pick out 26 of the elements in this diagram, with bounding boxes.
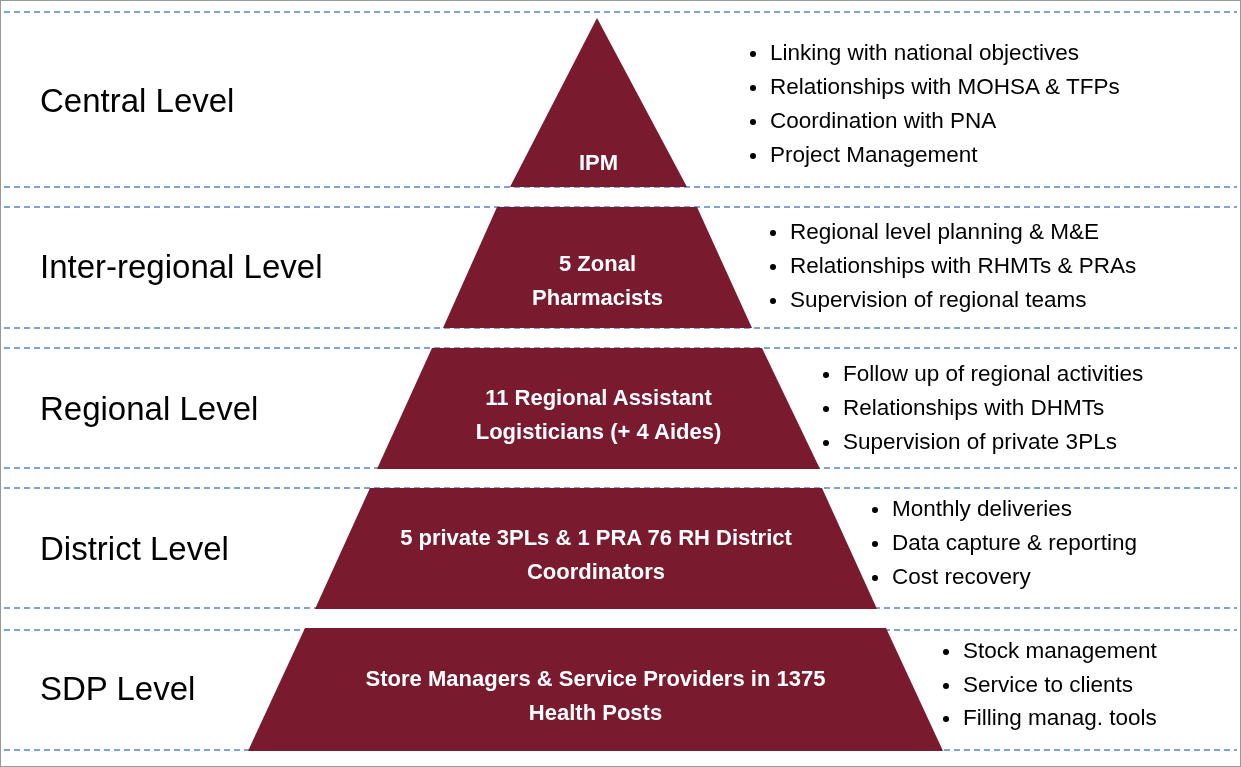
bullet-item: Project Management [770, 142, 978, 168]
level-name: Regional Level [40, 390, 259, 428]
bullet-item: Regional level planning & M&E [790, 219, 1099, 245]
bullet-item: Follow up of regional activities [843, 361, 1144, 387]
bullet-item: Coordination with PNA [770, 108, 997, 134]
level-name: Central Level [40, 82, 235, 120]
tier-text: 5 Zonal Pharmacists [531, 250, 664, 312]
level-name: SDP Level [40, 670, 196, 708]
bullet-item: Linking with national objectives [770, 40, 1079, 66]
level-name: District Level [40, 530, 229, 568]
bullet-item: Monthly deliveries [892, 496, 1073, 522]
bullet-item: Cost recovery [892, 564, 1031, 590]
tier-text: IPM [577, 149, 620, 177]
bullet-item: Data capture & reporting [892, 530, 1138, 556]
level-name: Inter-regional Level [40, 248, 323, 286]
bullet-item: Supervision of private 3PLs [843, 429, 1117, 455]
tier-text: Store Managers & Service Providers in 1375 Health Posts [364, 665, 827, 727]
bullet-item: Service to clients [963, 672, 1134, 698]
bullet-item: Relationships with RHMTs & PRAs [790, 253, 1137, 279]
bullet-item: Relationships with MOHSA & TFPs [770, 74, 1120, 100]
tier-text: 11 Regional Assistant Logisticians (+ 4 Aides) [474, 384, 723, 446]
bullet-item: Stock management [963, 638, 1157, 664]
tier-text: 5 private 3PLs & 1 PRA 76 RH District Coordinators [399, 524, 793, 586]
bullet-item: Filling manag. tools [963, 705, 1157, 731]
bullet-item: Relationships with DHMTs [843, 395, 1105, 421]
bullet-item: Supervision of regional teams [790, 287, 1087, 313]
